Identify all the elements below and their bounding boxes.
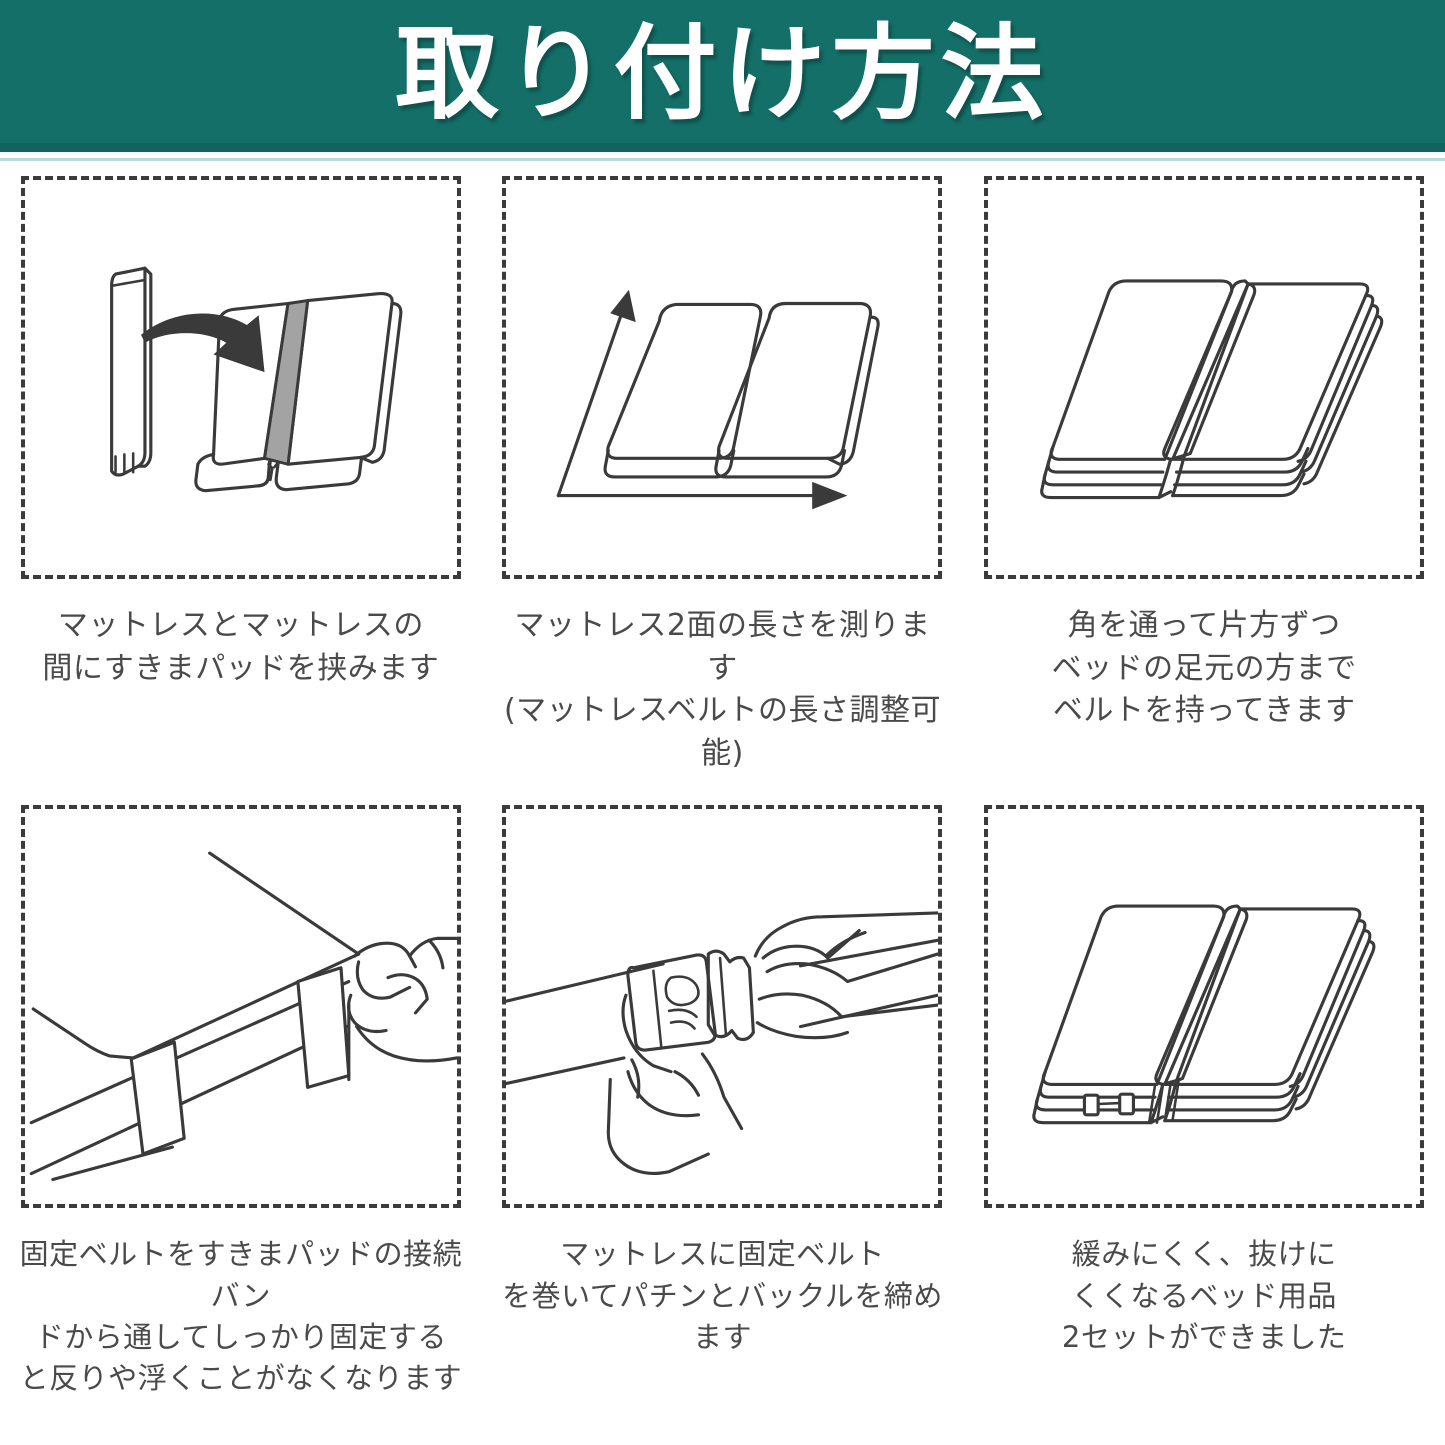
- mattress-right: [714, 301, 881, 479]
- header-underline-divider: [0, 158, 1445, 161]
- fixing-belt-strap: [29, 980, 351, 1182]
- hand-illustration: [346, 937, 457, 1082]
- step-cell-1: マットレスとマットレスの 間にすきまパッドを挟みます: [0, 176, 482, 775]
- step-cell-2: マットレス2面の長さを測ります (マットレスベルトの長さ調整可能): [482, 176, 964, 775]
- connection-band-loop-right: [296, 966, 351, 1090]
- step-illustration-6: [984, 805, 1425, 1209]
- hand-lower: [607, 994, 744, 1176]
- step-cell-3: 角を通って片方ずつ ベッドの足元の方まで ベルトを持ってきます: [963, 176, 1445, 775]
- hand-upper: [754, 911, 939, 1040]
- step-caption-6: 緩みにくく、抜けに くくなるベッド用品 2セットができました: [1061, 1237, 1347, 1354]
- measurement-arrow-horizontal-icon: [557, 481, 848, 510]
- gap-pad-insert-diagram: [109, 266, 403, 493]
- connection-band-loop-left: [129, 1041, 186, 1156]
- step-cell-6: 緩みにくく、抜けに くくなるベッド用品 2セットができました: [963, 805, 1445, 1399]
- mattress-pair-with-pad: [194, 292, 403, 493]
- step-illustration-2: [502, 176, 943, 579]
- step-caption-1: マットレスとマットレスの 間にすきまパッドを挟みます: [42, 608, 440, 686]
- step-illustration-4: [20, 805, 461, 1209]
- gap-pad-strip: [109, 266, 153, 477]
- step-caption-4: 固定ベルトをすきまパッドの接続バン ドから通してしっかり固定する と反りや浮くこ…: [19, 1237, 463, 1395]
- mattress-left: [604, 302, 763, 479]
- step-caption-2: マットレス2面の長さを測ります (マットレスベルトの長さ調整可能): [503, 608, 942, 771]
- measure-two-sides-diagram: [557, 289, 881, 510]
- step-illustration-3: [984, 176, 1425, 579]
- header-banner: 取り付け方法: [0, 0, 1445, 152]
- steps-grid: マットレスとマットレスの 間にすきまパッドを挟みます: [0, 176, 1445, 1399]
- buckle-female-housing: [626, 953, 718, 1053]
- belt-wrap-center: [1147, 1080, 1180, 1125]
- step-cell-4: 固定ベルトをすきまパッドの接続バン ドから通してしっかり固定する と反りや浮くこ…: [0, 805, 482, 1399]
- page-title: 取り付け方法: [395, 13, 1050, 134]
- mattress-corner-edge: [31, 851, 361, 1060]
- measurement-arrow-vertical-icon: [557, 289, 637, 498]
- mattress-stack-finished: [1032, 904, 1376, 1125]
- step-illustration-1: [20, 176, 461, 579]
- joined-mattresses-diagram: [1040, 279, 1384, 500]
- mattress-stack-joined: [1040, 279, 1384, 500]
- buckle-male-prongs: [707, 949, 756, 1042]
- belt-webbing-right: [799, 939, 939, 1029]
- step-caption-3: 角を通って片方ずつ ベッドの足元の方まで ベルトを持ってきます: [1051, 608, 1357, 729]
- step-illustration-5: [502, 805, 943, 1209]
- threading-belt-diagram: [29, 851, 457, 1182]
- step-caption-5: マットレスに固定ベルト を巻いてパチンとバックルを締めます: [502, 1237, 943, 1354]
- buckle-front-edge: [1083, 1093, 1136, 1117]
- step-cell-5: マットレスに固定ベルト を巻いてパチンとバックルを締めます: [482, 805, 964, 1399]
- insert-arrow-icon: [140, 313, 265, 373]
- finished-set-diagram: [1032, 904, 1376, 1125]
- buckle-fastening-diagram: [506, 911, 939, 1176]
- belt-webbing-left: [506, 962, 666, 1086]
